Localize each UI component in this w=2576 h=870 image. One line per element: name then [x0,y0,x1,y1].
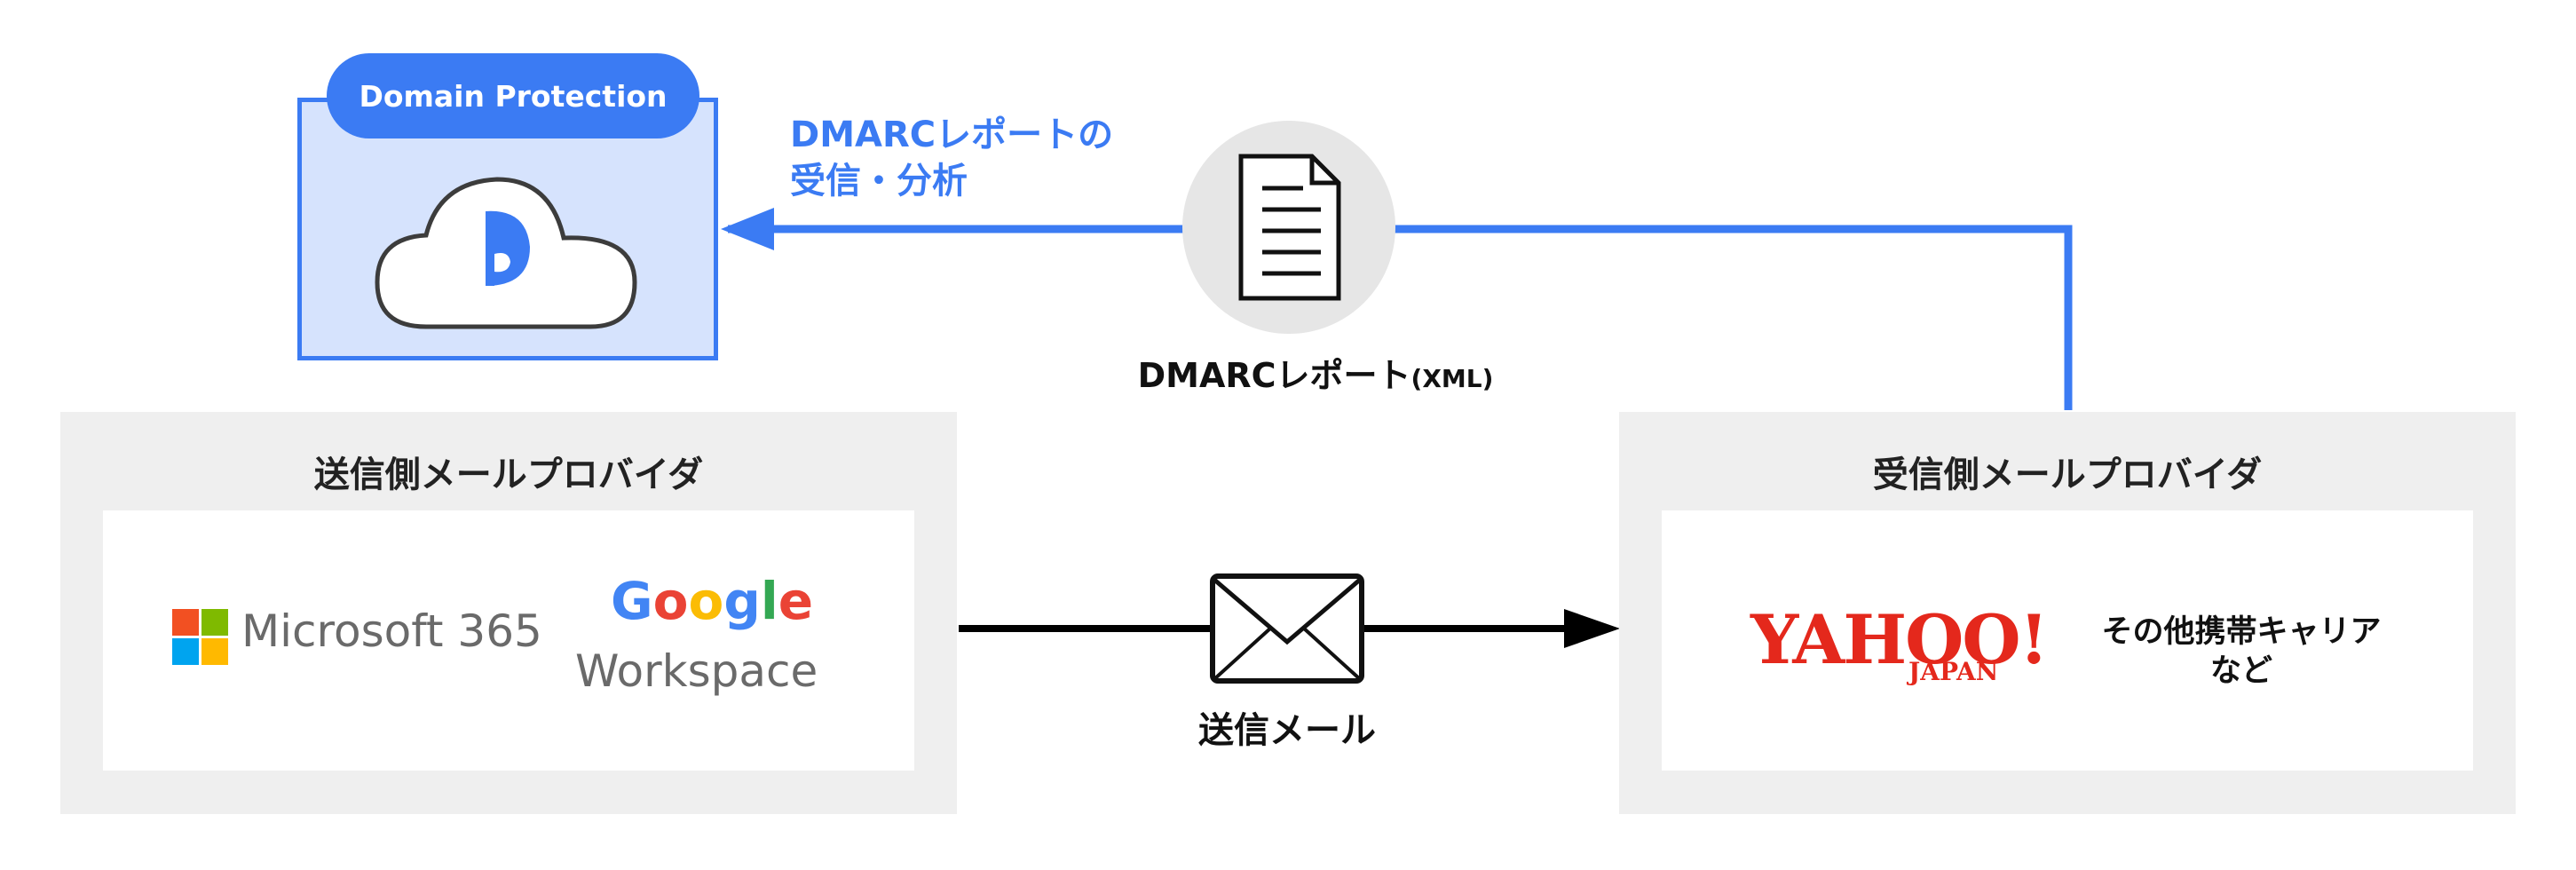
report-format: (XML) [1410,364,1494,393]
report-name: DMARCレポート [1137,356,1411,395]
domain-protection-label: Domain Protection [359,78,668,114]
microsoft-365-name: Microsoft 365 [241,605,542,657]
report-receive-analyze-label: DMARCレポートの 受信・分析 [790,112,1113,204]
google-letter: G [611,571,653,631]
other-carriers-label: その他携帯キャリア など [2077,613,2406,691]
receiver-provider-title: 受信側メールプロバイダ [1872,455,2263,495]
report-label-line2: 受信・分析 [790,161,968,202]
microsoft-logo-icon [172,609,228,665]
receiver-logos-area [1662,510,2473,771]
dmarc-report-xml-label: DMARCレポート(XML) [1120,348,1511,397]
yahoo-japan-logo: YAHOO! [1750,600,2049,679]
report-flow-line [728,225,2073,410]
yahoo-japan-sub: JAPAN [1908,657,1999,686]
google-letter: o [688,571,724,631]
envelope-icon [1210,573,1364,684]
google-letter: l [760,571,778,631]
sender-provider-title: 送信側メールプロバイダ [313,455,704,495]
send-mail-label: 送信メール [1198,710,1376,751]
mail-flow-arrowhead [1564,609,1620,648]
domain-protection-badge: Domain Protection [327,53,699,138]
google-letter: e [778,571,814,631]
report-label-line1: DMARCレポートの [790,115,1114,155]
report-flow-arrowhead [721,208,774,250]
google-letter: g [723,571,761,631]
other-carriers-line1: その他携帯キャリア [2101,614,2382,650]
sender-logos-area [103,510,914,771]
domain-protection-box [297,98,718,360]
other-carriers-line2: など [2209,653,2272,689]
cloud-d-logo-icon [375,177,637,329]
document-icon [1182,121,1395,334]
google-wordmark: Google [611,571,813,631]
google-workspace-name: Workspace [575,645,818,697]
google-letter: o [652,571,689,631]
